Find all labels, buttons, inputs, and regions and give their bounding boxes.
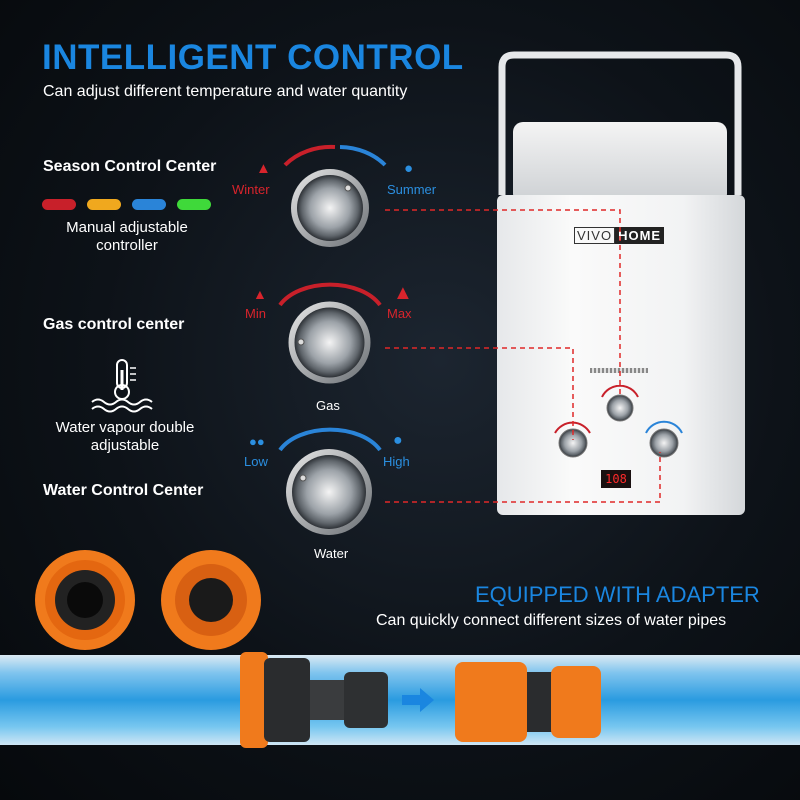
water-hose bbox=[0, 655, 800, 745]
season-desc-line2: controller bbox=[96, 237, 158, 254]
single-drop-icon: ● bbox=[393, 432, 403, 449]
season-control-title: Season Control Center bbox=[43, 158, 217, 175]
season-desc: Manual adjustable controller bbox=[42, 219, 212, 255]
vapour-desc: Water vapour double adjustable bbox=[40, 419, 210, 455]
winter-label: Winter bbox=[232, 182, 270, 197]
handle-icon bbox=[498, 51, 742, 195]
vapour-desc-line1: Water vapour double bbox=[55, 419, 195, 436]
vapour-desc-line2: adjustable bbox=[90, 437, 160, 454]
hose-connector-left bbox=[240, 652, 388, 748]
water-control-title: Water Control Center bbox=[43, 482, 204, 499]
page-subtitle: Can adjust different temperature and wat… bbox=[43, 83, 408, 100]
color-bar-green bbox=[177, 199, 211, 210]
gas-knob-icon bbox=[288, 301, 371, 384]
gas-min-label: Min bbox=[245, 306, 266, 321]
heater-lid bbox=[513, 122, 727, 198]
water-knob[interactable] bbox=[285, 448, 373, 536]
gas-max-label: Max bbox=[387, 306, 412, 321]
flame-icon: ▲ bbox=[256, 160, 271, 177]
water-high-label: High bbox=[383, 454, 410, 469]
gas-knob[interactable] bbox=[287, 300, 372, 385]
double-drop-icon: ●● bbox=[249, 434, 265, 449]
water-low-label: Low bbox=[244, 454, 268, 469]
gas-label: Gas bbox=[316, 398, 340, 413]
color-bar-red bbox=[42, 199, 76, 210]
water-knob-arc bbox=[278, 427, 382, 452]
gas-control-title: Gas control center bbox=[43, 316, 185, 333]
page-title: INTELLIGENT CONTROL bbox=[42, 38, 464, 77]
large-flame-icon: ▲ bbox=[393, 282, 413, 304]
small-flame-icon: ▲ bbox=[253, 286, 267, 302]
adapter-nut-1 bbox=[35, 550, 135, 650]
water-knob-icon bbox=[286, 449, 372, 535]
hose-connector-right bbox=[455, 662, 601, 742]
season-desc-line1: Manual adjustable bbox=[66, 219, 188, 236]
season-knob[interactable] bbox=[290, 168, 370, 248]
season-knob-icon bbox=[291, 169, 369, 247]
temperature-display: 108 bbox=[601, 470, 631, 488]
summer-label: Summer bbox=[387, 182, 437, 197]
adapter-nut-2 bbox=[161, 550, 261, 650]
water-label: Water bbox=[314, 546, 349, 561]
adapter-title: EQUIPPED WITH ADAPTER bbox=[475, 582, 760, 607]
thermometer-water-icon bbox=[91, 359, 153, 413]
color-bar-blue bbox=[132, 199, 166, 210]
water-heater-body bbox=[497, 195, 745, 515]
season-color-bars bbox=[42, 199, 212, 211]
adapter-subtitle: Can quickly connect different sizes of w… bbox=[376, 612, 727, 629]
gas-knob-arc bbox=[278, 282, 382, 307]
water-drop-icon: ● bbox=[404, 160, 414, 177]
vent-grille bbox=[590, 368, 648, 373]
color-bar-yellow bbox=[87, 199, 121, 210]
arrow-right-icon bbox=[402, 688, 434, 712]
season-knob-arc bbox=[283, 144, 387, 167]
